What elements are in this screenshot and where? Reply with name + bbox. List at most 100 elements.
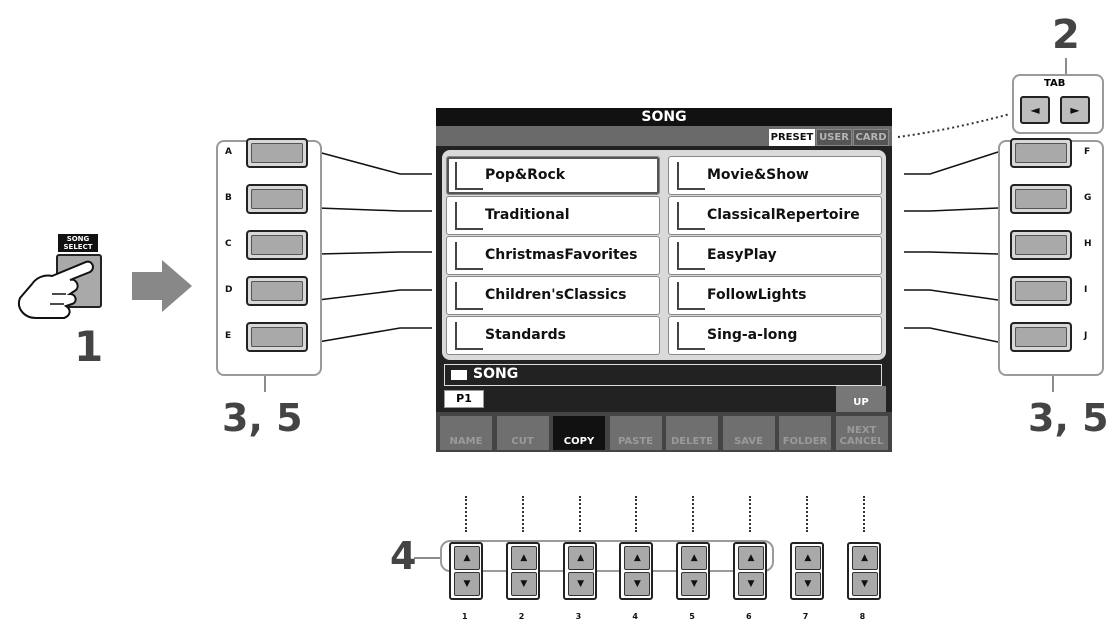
button-d-label: D [225,285,233,295]
up-arrow-icon[interactable]: ▲ [510,546,537,570]
function-save-button[interactable]: SAVE [722,416,775,450]
updown-button-3[interactable]: ▲▼ [562,542,597,600]
function-label: SAVE [734,436,763,447]
updown-button-1[interactable]: ▲▼ [449,542,483,600]
pointing-hand-icon [18,260,94,319]
function-paste-button[interactable]: PASTE [609,416,662,450]
up-button[interactable]: UP [836,386,886,412]
tab-user[interactable]: USER [816,129,852,146]
folder-icon [451,370,467,380]
up-arrow-icon[interactable]: ▲ [851,546,878,570]
song-folder-item[interactable]: Movie&Show [668,156,882,195]
song-folder-item[interactable]: ClassicalRepertoire [668,196,882,235]
folder-tab-icon [455,242,483,270]
button-j-label: J [1084,331,1088,341]
updown-button-number: 8 [859,612,866,621]
function-label: NAME [449,436,483,447]
updown-button-number: 3 [575,612,582,621]
down-arrow-icon[interactable]: ▼ [454,572,480,596]
song-folder-item[interactable]: Pop&Rock [446,156,660,195]
button-d[interactable] [246,276,308,306]
button-b[interactable] [246,184,308,214]
down-arrow-icon[interactable]: ▼ [624,572,651,596]
dotted-leader [578,496,581,532]
tab-right-button[interactable]: ► [1060,96,1090,124]
button-a[interactable] [246,138,308,168]
lcd-title: SONG [436,108,892,126]
updown-button-7[interactable]: ▲▼ [789,542,824,600]
updown-button-6[interactable]: ▲▼ [733,542,767,600]
up-arrow-icon[interactable]: ▲ [681,546,708,570]
button-i[interactable] [1010,276,1072,306]
button-g[interactable] [1010,184,1072,214]
function-cut-button[interactable]: CUT [496,416,549,450]
tab-label: TAB [1044,78,1066,89]
updown-button-number: 7 [802,612,809,621]
folder-tab-icon [455,322,483,350]
folder-tab-icon [677,202,705,230]
button-j[interactable] [1010,322,1072,352]
step-3-5-right-label: 3, 5 [1028,396,1109,440]
song-folder-label: FollowLights [707,287,807,303]
song-folder-label: Children'sClassics [485,287,627,303]
button-e-label: E [225,331,232,341]
tab-left-button[interactable]: ◄ [1020,96,1050,124]
page-indicator[interactable]: P1 [444,390,484,408]
song-folder-item[interactable]: Children'sClassics [446,276,660,315]
function-bar: NAME CUT COPY PASTE DELETE SAVE FOLDER NEXT CAN… [436,412,892,452]
down-arrow-icon[interactable]: ▼ [567,572,594,596]
button-b-label: B [225,193,232,203]
button-e[interactable] [246,322,308,352]
down-arrow-icon[interactable]: ▼ [681,572,708,596]
tab-preset[interactable]: PRESET [769,129,815,146]
song-folder-label: ChristmasFavorites [485,247,638,263]
button-a-label: A [225,147,232,157]
function-label: PASTE [617,436,653,447]
down-arrow-icon[interactable]: ▼ [738,572,764,596]
up-arrow-icon[interactable]: ▲ [738,546,764,570]
up-arrow-icon[interactable]: ▲ [624,546,651,570]
song-folder-item[interactable]: Sing-a-long [668,316,882,355]
step-2-label: 2 [1052,12,1080,58]
updown-button-4[interactable]: ▲▼ [619,542,654,600]
song-folder-label: Traditional [485,207,570,223]
button-i-label: I [1084,285,1088,295]
function-label: COPY [563,436,595,447]
function-delete-button[interactable]: DELETE [666,416,718,450]
song-folder-item[interactable]: FollowLights [668,276,882,315]
tab-card[interactable]: CARD [853,129,889,146]
updown-button-number: 6 [746,612,752,621]
song-folder-item[interactable]: ChristmasFavorites [446,236,660,275]
folder-tab-icon [677,242,705,270]
down-arrow-icon[interactable]: ▼ [510,572,537,596]
button-c[interactable] [246,230,308,260]
folder-path-bar: SONG [444,364,882,386]
function-folder-button[interactable]: FOLDER [779,416,831,450]
up-arrow-icon[interactable]: ▲ [794,546,821,570]
function-label: FOLDER [782,436,828,447]
folder-tab-icon [677,322,705,350]
arrow-right-icon [132,260,192,312]
up-arrow-icon[interactable]: ▲ [454,546,480,570]
button-h-label: H [1084,239,1092,249]
button-g-label: G [1084,193,1092,203]
up-arrow-icon[interactable]: ▲ [567,546,594,570]
function-copy-button[interactable]: COPY [553,416,605,450]
button-h[interactable] [1010,230,1072,260]
updown-button-8[interactable]: ▲▼ [846,542,881,600]
down-arrow-icon[interactable]: ▼ [794,572,821,596]
song-folder-label: Standards [485,327,566,343]
song-folder-item[interactable]: Standards [446,316,660,355]
song-folder-item[interactable]: Traditional [446,196,660,235]
button-c-label: C [225,239,232,249]
down-arrow-icon[interactable]: ▼ [851,572,878,596]
function-name-button[interactable]: NAME [440,416,492,450]
updown-button-2[interactable]: ▲▼ [505,542,540,600]
updown-button-5[interactable]: ▲▼ [676,542,711,600]
song-select-label: SONG SELECT [58,234,98,252]
song-folder-item[interactable]: EasyPlay [668,236,882,275]
function-next-cancel-button[interactable]: NEXT CANCEL [835,416,888,450]
button-f[interactable] [1010,138,1072,168]
